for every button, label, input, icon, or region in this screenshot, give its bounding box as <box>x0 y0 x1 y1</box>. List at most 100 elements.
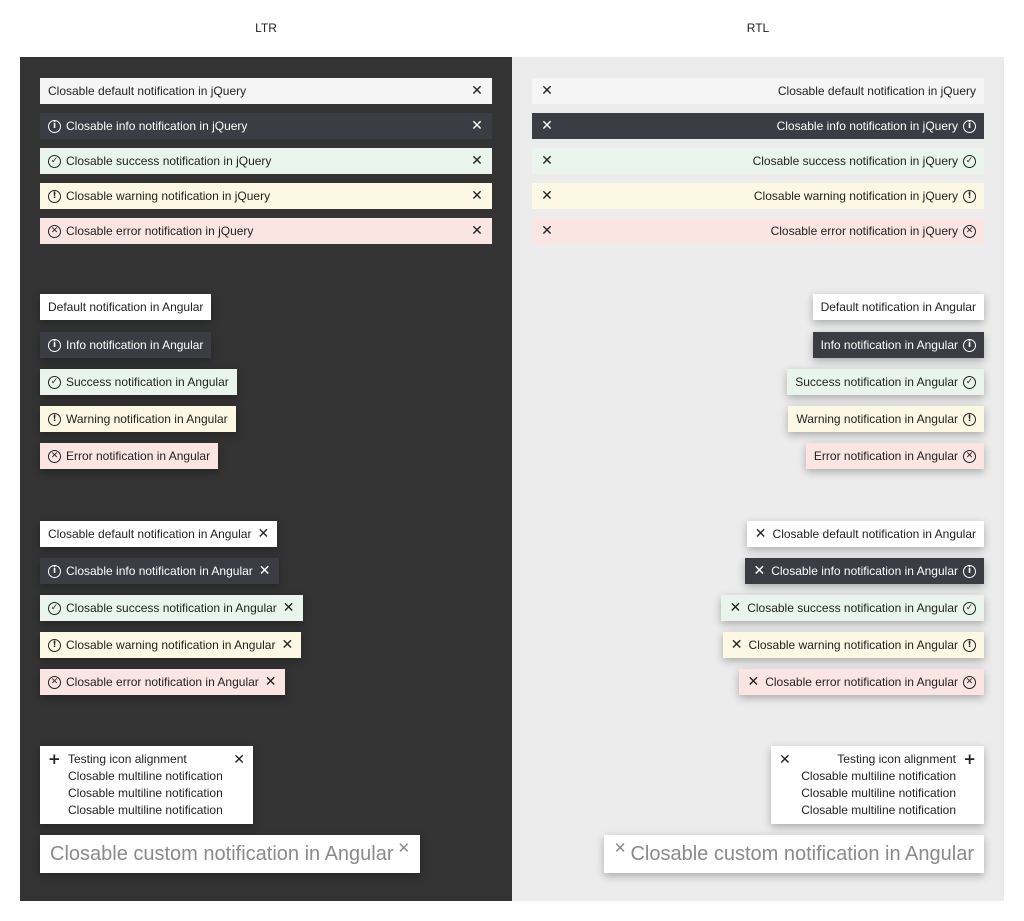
notification-text: Closable default notification in jQuery <box>48 84 247 98</box>
notification-text: Closable success notification in jQuery <box>752 154 958 168</box>
close-icon[interactable]: ✕ <box>541 223 553 239</box>
close-icon[interactable]: ✕ <box>730 637 743 653</box>
angular-closable-error-notification: ✕ Closable error notification in Angular ✕ <box>739 669 984 695</box>
multiline-text: Closable multiline notification <box>801 769 956 783</box>
notification-text: Closable error notification in Angular <box>66 675 259 689</box>
jquery-error-notification: ✕Closable error notification in jQuery✕ <box>532 218 984 244</box>
multiline-title: Testing icon alignment <box>837 752 956 766</box>
jquery-warning-notification: !Closable warning notification in jQuery… <box>40 183 492 209</box>
notification-text: Success notification in Angular <box>66 375 229 389</box>
close-icon[interactable]: ✕ <box>747 674 760 690</box>
warning-icon: ! <box>963 412 976 426</box>
jquery-success-notification: ✓ Closable success notification in jQuery… <box>532 148 984 174</box>
angular-success-notification: ✓Success notification in Angular <box>40 369 237 395</box>
notification-text: Closable error notification in jQuery <box>66 224 254 238</box>
notification-text: Info notification in Angular <box>820 338 958 352</box>
notification-text: Closable error notification in Angular <box>765 675 958 689</box>
close-icon[interactable]: ✕ <box>471 83 483 99</box>
close-icon[interactable]: ✕ <box>281 637 294 653</box>
close-icon[interactable]: ✕ <box>258 563 271 579</box>
close-icon[interactable]: ✕ <box>729 600 742 616</box>
close-icon[interactable]: ✕ <box>397 839 411 857</box>
multiline-text: Closable multiline notification <box>68 786 223 800</box>
close-icon[interactable]: ✕ <box>779 751 791 768</box>
warning-icon: ! <box>963 189 976 203</box>
notification-text: Warning notification in Angular <box>796 412 958 426</box>
close-icon[interactable]: ✕ <box>753 563 766 579</box>
angular-closable-warning-notification: ! Closable warning notification in Angula… <box>40 632 302 658</box>
multiline-title: Testing icon alignment <box>68 752 187 766</box>
angular-default-notification: Default notification in Angular <box>40 294 212 320</box>
error-icon: ✕ <box>48 224 61 238</box>
notification-text: Closable info notification in jQuery <box>776 119 958 133</box>
custom-notification: Closable custom notification in Angular✕ <box>40 835 421 873</box>
notification-text: Closable warning notification in Angular <box>748 638 958 652</box>
close-icon[interactable]: ✕ <box>471 223 483 239</box>
notification-text: Closable success notification in Angular <box>66 601 277 615</box>
custom-notification-text: Closable custom notification in Angular <box>50 842 394 865</box>
notification-text: Closable error notification in jQuery <box>770 224 958 238</box>
error-icon: ✕ <box>48 675 61 689</box>
notification-text: Error notification in Angular <box>813 449 958 463</box>
close-icon[interactable]: ✕ <box>282 600 295 616</box>
close-icon[interactable]: ✕ <box>541 83 553 99</box>
notification-text: Default notification in Angular <box>820 300 976 314</box>
notification-text: Closable default notification in Angular <box>772 527 976 541</box>
close-icon[interactable]: ✕ <box>471 118 483 134</box>
check-circle-icon: ✓ <box>963 601 976 615</box>
rtl-panel: Closable default notification in jQuery ✕… <box>512 57 1004 901</box>
multiline-notification: +Testing icon alignment✕Closable multili… <box>771 746 984 824</box>
angular-error-notification: ✕ Error notification in Angular <box>40 443 219 469</box>
close-icon[interactable]: ✕ <box>264 674 277 690</box>
close-icon[interactable]: ✕ <box>541 118 553 134</box>
multiline-text: Closable multiline notification <box>801 786 956 800</box>
angular-success-notification: ✓Success notification in Angular <box>787 369 984 395</box>
warning-icon: ! <box>48 412 61 426</box>
angular-info-notification: i Info notification in Angular <box>40 332 212 358</box>
multiline-text: Closable multiline notification <box>68 803 223 817</box>
info-icon: i <box>963 338 976 352</box>
check-circle-icon: ✓ <box>963 154 976 168</box>
notification-text: Closable warning notification in Angular <box>66 638 276 652</box>
rtl-column-header: RTL <box>746 21 770 35</box>
close-icon[interactable]: ✕ <box>541 188 553 204</box>
notification-text: Error notification in Angular <box>66 449 211 463</box>
info-icon: i <box>963 119 976 133</box>
notification-text: Closable default notification in jQuery <box>777 84 976 98</box>
check-circle-icon: ✓ <box>48 154 61 168</box>
angular-closable-error-notification: ✕ Closable error notification in Angular ✕ <box>40 669 285 695</box>
close-icon[interactable]: ✕ <box>754 526 767 542</box>
info-icon: i <box>48 564 61 578</box>
jquery-success-notification: ✓ Closable success notification in jQuery… <box>40 148 492 174</box>
notification-text: Info notification in Angular <box>66 338 204 352</box>
angular-default-notification: Default notification in Angular <box>812 294 984 320</box>
close-icon[interactable]: ✕ <box>613 839 627 857</box>
multiline-text: Closable multiline notification <box>801 803 956 817</box>
warning-icon: ! <box>48 638 61 652</box>
check-circle-icon: ✓ <box>48 601 61 615</box>
angular-info-notification: i Info notification in Angular <box>812 332 984 358</box>
angular-warning-notification: ! Warning notification in Angular <box>788 406 984 432</box>
error-icon: ✕ <box>963 675 976 689</box>
jquery-default-notification: Closable default notification in jQuery ✕ <box>532 78 984 104</box>
notification-text: Closable info notification in Angular <box>771 564 958 578</box>
close-icon[interactable]: ✕ <box>471 153 483 169</box>
close-icon[interactable]: ✕ <box>471 188 483 204</box>
ltr-column-header: LTR <box>255 21 277 35</box>
info-icon: i <box>48 119 61 133</box>
notification-text: Closable success notification in jQuery <box>66 154 272 168</box>
close-icon[interactable]: ✕ <box>233 751 245 768</box>
jquery-error-notification: ✕ Closable error notification in jQuery ✕ <box>40 218 492 244</box>
angular-warning-notification: !Warning notification in Angular <box>40 406 236 432</box>
warning-icon: ! <box>48 189 61 203</box>
angular-closable-default-notification: Closable default notification in Angular… <box>40 521 278 547</box>
info-icon: i <box>48 338 61 352</box>
error-icon: ✕ <box>48 449 61 463</box>
close-icon[interactable]: ✕ <box>257 526 270 542</box>
jquery-warning-notification: !Closable warning notification in jQuery… <box>532 183 984 209</box>
angular-closable-warning-notification: !Closable warning notification in Angula… <box>722 632 984 658</box>
ltr-panel: Closable default notification in jQuery ✕… <box>20 57 512 901</box>
close-icon[interactable]: ✕ <box>541 153 553 169</box>
